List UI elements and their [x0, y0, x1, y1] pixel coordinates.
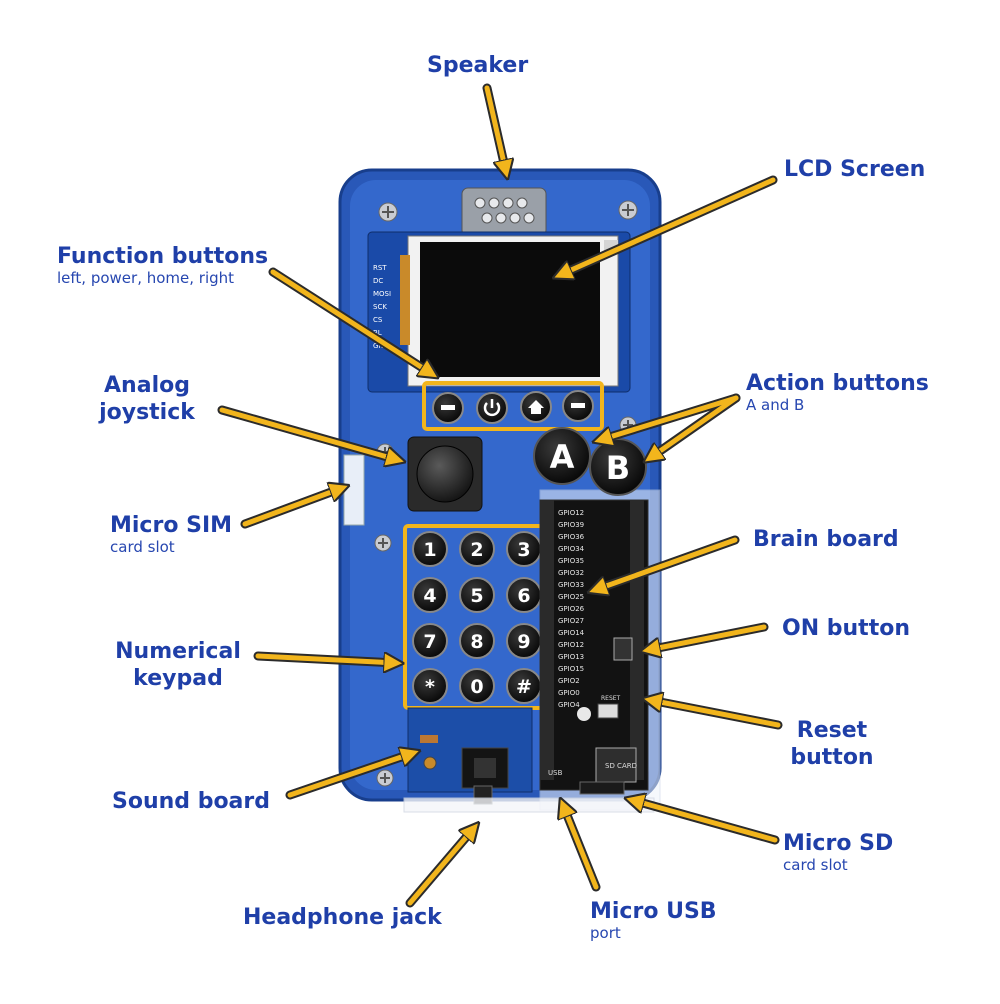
sd-card-label: SD CARD	[605, 762, 637, 770]
label-function-sub: left, power, home, right	[57, 270, 268, 287]
label-sim-title: Micro SIM	[110, 512, 232, 539]
keypad-key-label: 2	[470, 539, 483, 561]
usb-label: USB	[548, 769, 563, 777]
keypad-key[interactable]: 9	[507, 624, 541, 658]
board-pin-label: GPIO39	[558, 521, 584, 529]
label-headphone-jack: Headphone jack	[243, 904, 442, 931]
sound-board	[408, 708, 532, 804]
board-pin-label: GPIO33	[558, 581, 584, 589]
speaker-grille	[462, 188, 546, 236]
button-a[interactable]: A	[534, 428, 590, 484]
reset-button-part[interactable]	[598, 704, 618, 718]
label-speaker: Speaker	[427, 52, 528, 79]
keypad-key-label: 1	[423, 539, 436, 561]
board-pin-label: GPIO13	[558, 653, 584, 661]
board-pin-label: GPIO25	[558, 593, 584, 601]
board-pin-label: GPIO35	[558, 557, 584, 565]
label-function-buttons: Function buttons left, power, home, righ…	[57, 243, 268, 287]
button-a-label: A	[550, 438, 575, 476]
board-pin-label: GPIO34	[558, 545, 585, 553]
label-analog-title: Analog joystick	[84, 372, 210, 426]
board-pin-label: GPIO36	[558, 533, 585, 541]
label-lcd-screen: LCD Screen	[784, 156, 925, 183]
label-keypad-title: Numerical keypad	[104, 638, 252, 692]
label-brain-board: Brain board	[753, 526, 899, 553]
pin-label: SCK	[373, 303, 387, 311]
keypad-key-label: 3	[517, 539, 530, 561]
label-reset-title: Reset button	[780, 717, 884, 771]
board-pin-label: GPIO12	[558, 641, 584, 649]
analog-joystick[interactable]	[408, 437, 482, 511]
keypad-key[interactable]: #	[507, 669, 541, 703]
label-numerical-keypad: Numerical keypad	[104, 638, 252, 692]
keypad-key[interactable]: 4	[413, 578, 447, 612]
label-action-buttons: Action buttons A and B	[746, 370, 929, 414]
reset-label: RESET	[601, 695, 621, 702]
lcd-module	[368, 232, 630, 392]
keypad-key-label: 0	[470, 676, 483, 698]
label-headphone-title: Headphone jack	[243, 904, 442, 931]
keypad-key[interactable]: 3	[507, 532, 541, 566]
keypad-key-label: 6	[517, 585, 530, 607]
keypad-key[interactable]: 2	[460, 532, 494, 566]
keypad-key-label: 5	[470, 585, 483, 607]
keypad-key[interactable]: 5	[460, 578, 494, 612]
board-pin-label: GPIO4	[558, 701, 580, 709]
label-sd-sub: card slot	[783, 857, 893, 874]
board-pin-label: GPIO14	[558, 629, 585, 637]
label-on-title: ON button	[782, 615, 910, 642]
label-on-button: ON button	[782, 615, 910, 642]
pin-label: CS	[373, 316, 383, 324]
label-speaker-title: Speaker	[427, 52, 528, 79]
board-pin-label: GPIO2	[558, 677, 580, 685]
board-pin-label: GPIO27	[558, 617, 584, 625]
label-micro-usb: Micro USB port	[590, 898, 717, 942]
board-pin-label: GPIO15	[558, 665, 584, 673]
label-sim-sub: card slot	[110, 539, 232, 556]
board-pin-label: GPIO12	[558, 509, 584, 517]
keypad-key[interactable]: 8	[460, 624, 494, 658]
keypad-key[interactable]: 1	[413, 532, 447, 566]
label-usb-title: Micro USB	[590, 898, 717, 925]
keypad-key-label: 7	[423, 631, 436, 653]
board-pin-label: GPIO0	[558, 689, 580, 697]
label-analog-joystick: Analog joystick	[84, 372, 210, 426]
keypad-key-label: 9	[517, 631, 530, 653]
keypad-key[interactable]: 7	[413, 624, 447, 658]
keypad-key[interactable]: 6	[507, 578, 541, 612]
keypad-key-label: 4	[423, 585, 436, 607]
label-function-title: Function buttons	[57, 243, 268, 270]
label-usb-sub: port	[590, 925, 717, 942]
label-brain-title: Brain board	[753, 526, 899, 553]
pin-label: DC	[373, 277, 383, 285]
label-reset-button: Reset button	[780, 717, 884, 771]
keypad-key-label: *	[425, 676, 435, 698]
keypad-key[interactable]: 0	[460, 669, 494, 703]
label-sd-title: Micro SD	[783, 830, 893, 857]
keypad-key[interactable]: *	[413, 669, 447, 703]
board-pin-label: GPIO26	[558, 605, 585, 613]
label-sound-title: Sound board	[112, 788, 270, 815]
board-pin-label: GPIO32	[558, 569, 584, 577]
label-micro-sim: Micro SIM card slot	[110, 512, 232, 556]
label-action-sub: A and B	[746, 397, 929, 414]
button-b[interactable]: B	[590, 439, 646, 495]
label-micro-sd: Micro SD card slot	[783, 830, 893, 874]
label-action-title: Action buttons	[746, 370, 929, 397]
pin-label: RST	[373, 264, 387, 272]
brain-board: GPIO12GPIO39GPIO36GPIO34GPIO35GPIO32GPIO…	[540, 500, 648, 794]
keypad-key-label: 8	[470, 631, 483, 653]
label-sound-board: Sound board	[112, 788, 270, 815]
label-lcd-title: LCD Screen	[784, 156, 925, 183]
pin-label: MOSI	[373, 290, 391, 298]
button-b-label: B	[606, 449, 630, 487]
on-button-part[interactable]	[614, 638, 632, 660]
keypad-key-label: #	[516, 676, 532, 698]
